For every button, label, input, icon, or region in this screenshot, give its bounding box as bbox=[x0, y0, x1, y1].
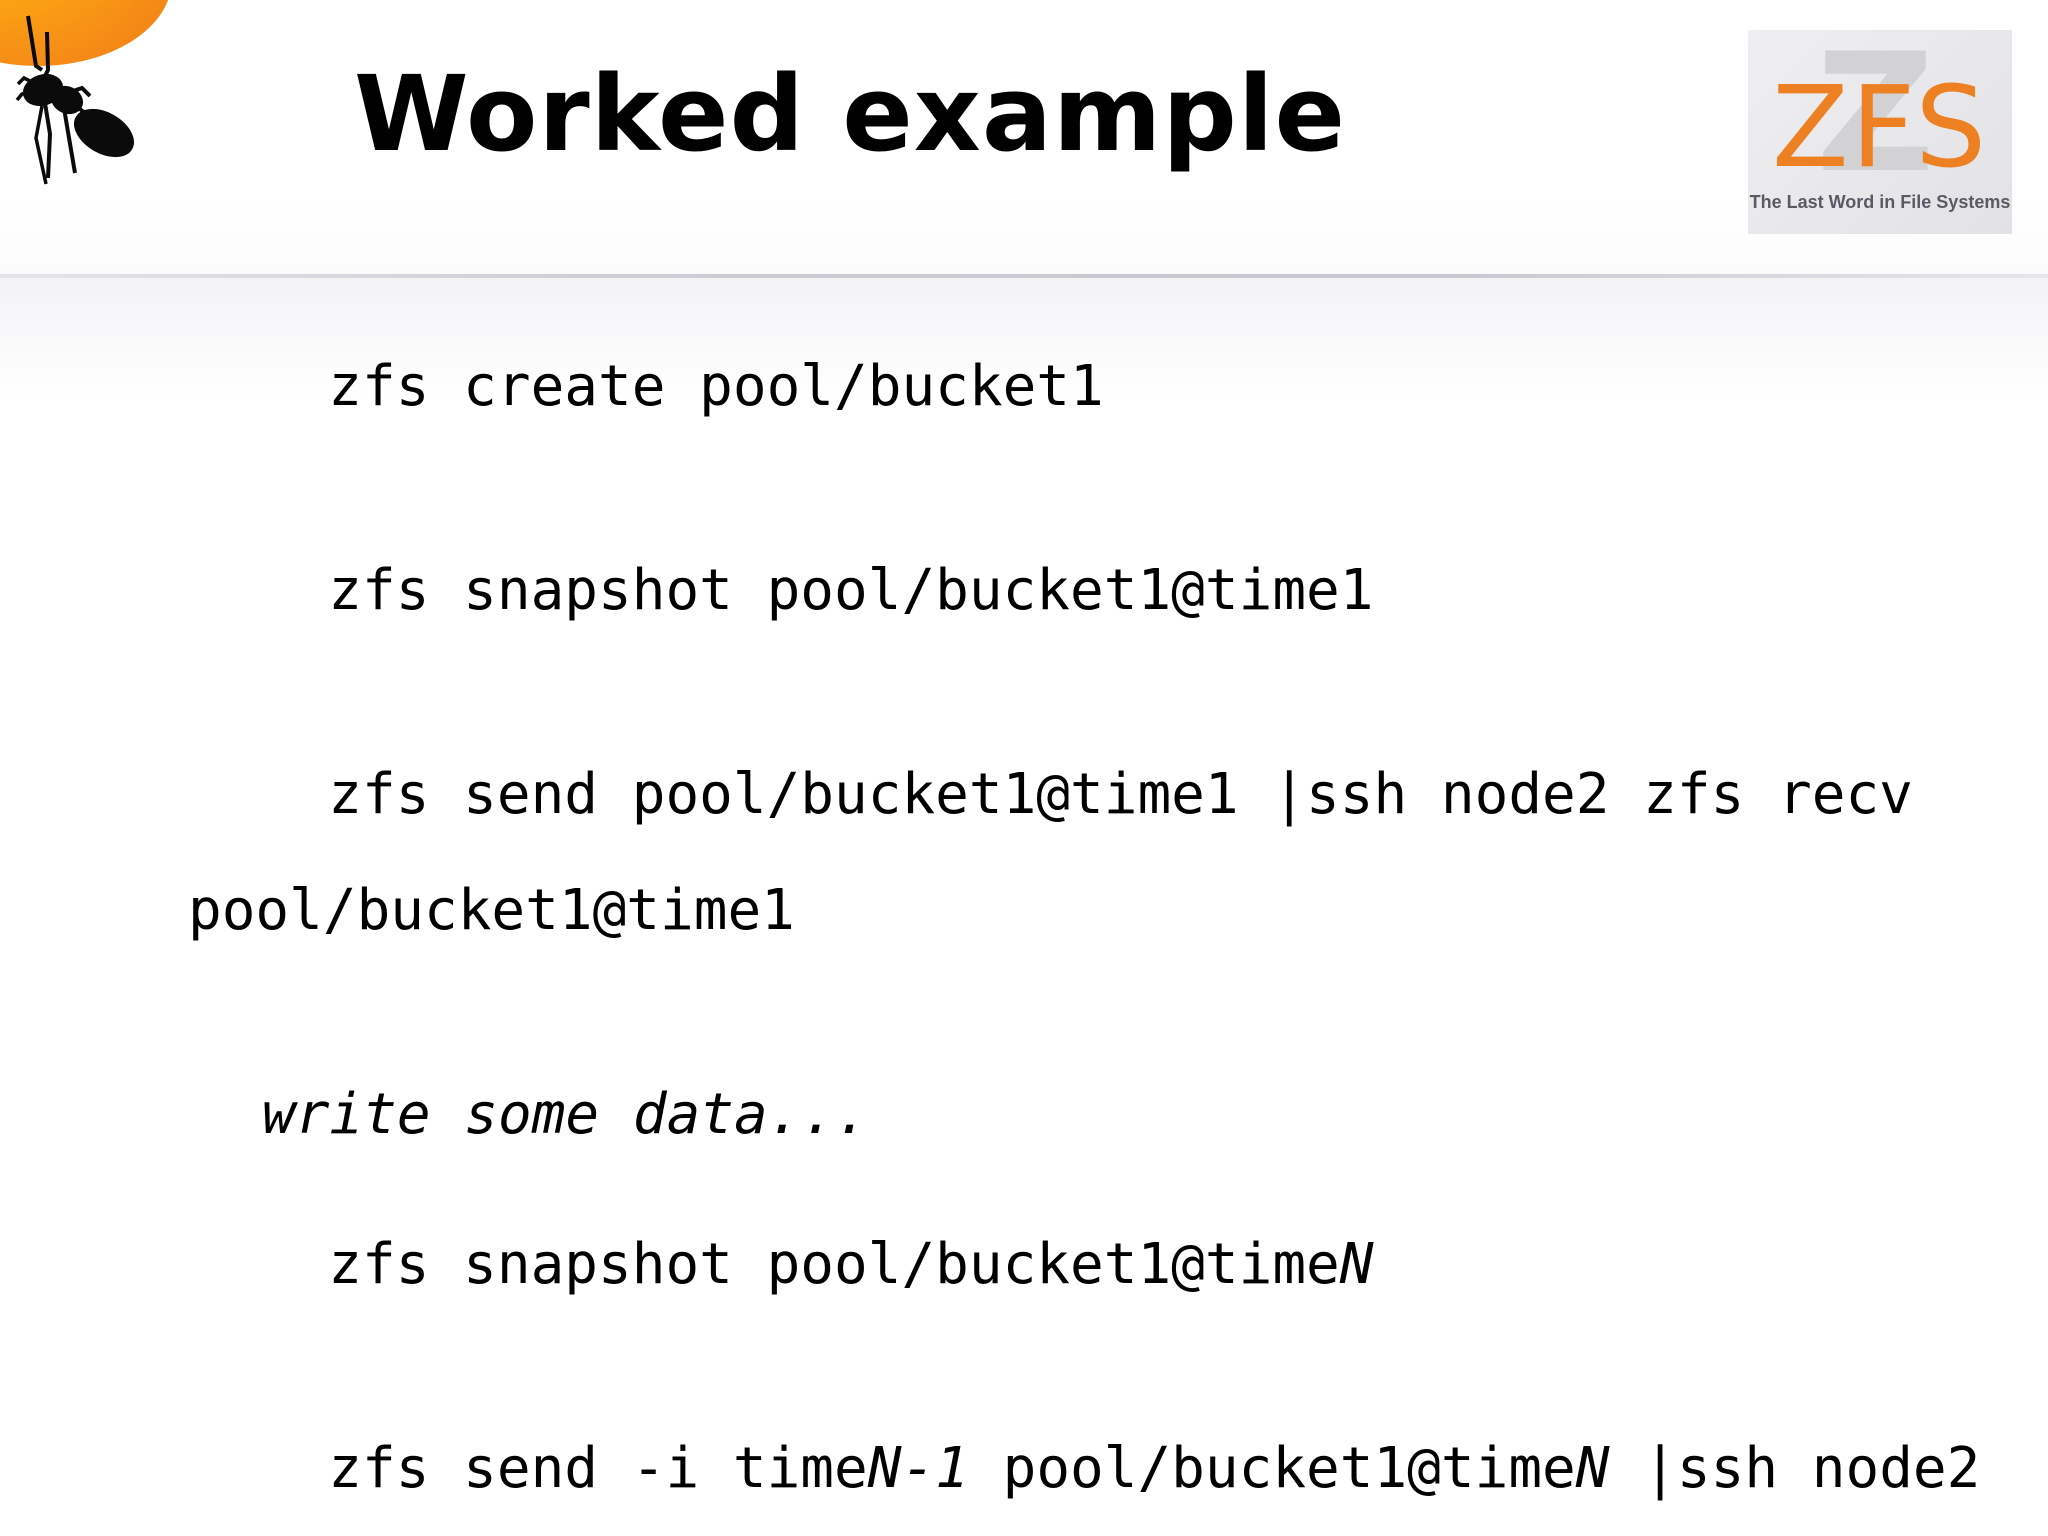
code-variable-n: N bbox=[1339, 1232, 1374, 1297]
code-text: zfs send pool/bucket1@time1 |ssh node2 z… bbox=[328, 762, 1913, 827]
code-line-snapshot-time1: zfs snapshot pool/bucket1@time1 bbox=[0, 504, 2048, 678]
code-text: zfs create pool/bucket1 bbox=[328, 354, 1104, 419]
code-variable-n-minus-1: N-1 bbox=[867, 1436, 969, 1501]
slide-body: zfs create pool/bucket1 zfs snapshot poo… bbox=[0, 300, 2048, 1536]
code-line-send-incremental: zfs send -i timeN-1 pool/bucket1@timeN |… bbox=[0, 1382, 2048, 1536]
code-line-send-time1: zfs send pool/bucket1@time1 |ssh node2 z… bbox=[0, 708, 2048, 1056]
code-comment-write-data: write some data... bbox=[262, 1082, 869, 1147]
code-text: zfs snapshot pool/bucket1@time1 bbox=[328, 558, 1374, 623]
header-divider bbox=[0, 274, 2048, 278]
code-line-snapshot-timeN: zfs snapshot pool/bucket1@timeN bbox=[0, 1178, 2048, 1352]
zfs-logo-tagline: The Last Word in File Systems bbox=[1749, 192, 2011, 212]
header-gradient-fade bbox=[0, 278, 2048, 398]
code-text-wrap: pool/bucket1@time1 bbox=[188, 878, 795, 943]
zfs-logo: Z ZFS The Last Word in File Systems bbox=[1748, 30, 2012, 234]
ant-icon bbox=[15, 15, 134, 185]
code-variable-n-2: N bbox=[1575, 1436, 1610, 1501]
code-text-mid: pool/bucket1@time bbox=[968, 1436, 1576, 1501]
page-title: Worked example bbox=[353, 53, 1347, 175]
zfs-logo-shadow-letter: Z bbox=[1816, 30, 1935, 209]
code-text: zfs snapshot pool/bucket1@time bbox=[328, 1232, 1340, 1297]
slide-header bbox=[0, 0, 2048, 276]
code-line-create: zfs create pool/bucket1 bbox=[0, 300, 2048, 474]
zfs-logo-wordmark: ZFS bbox=[1772, 63, 1989, 193]
code-text: zfs send -i time bbox=[328, 1436, 868, 1501]
code-text-suffix: |ssh node2 bbox=[1609, 1436, 1981, 1501]
